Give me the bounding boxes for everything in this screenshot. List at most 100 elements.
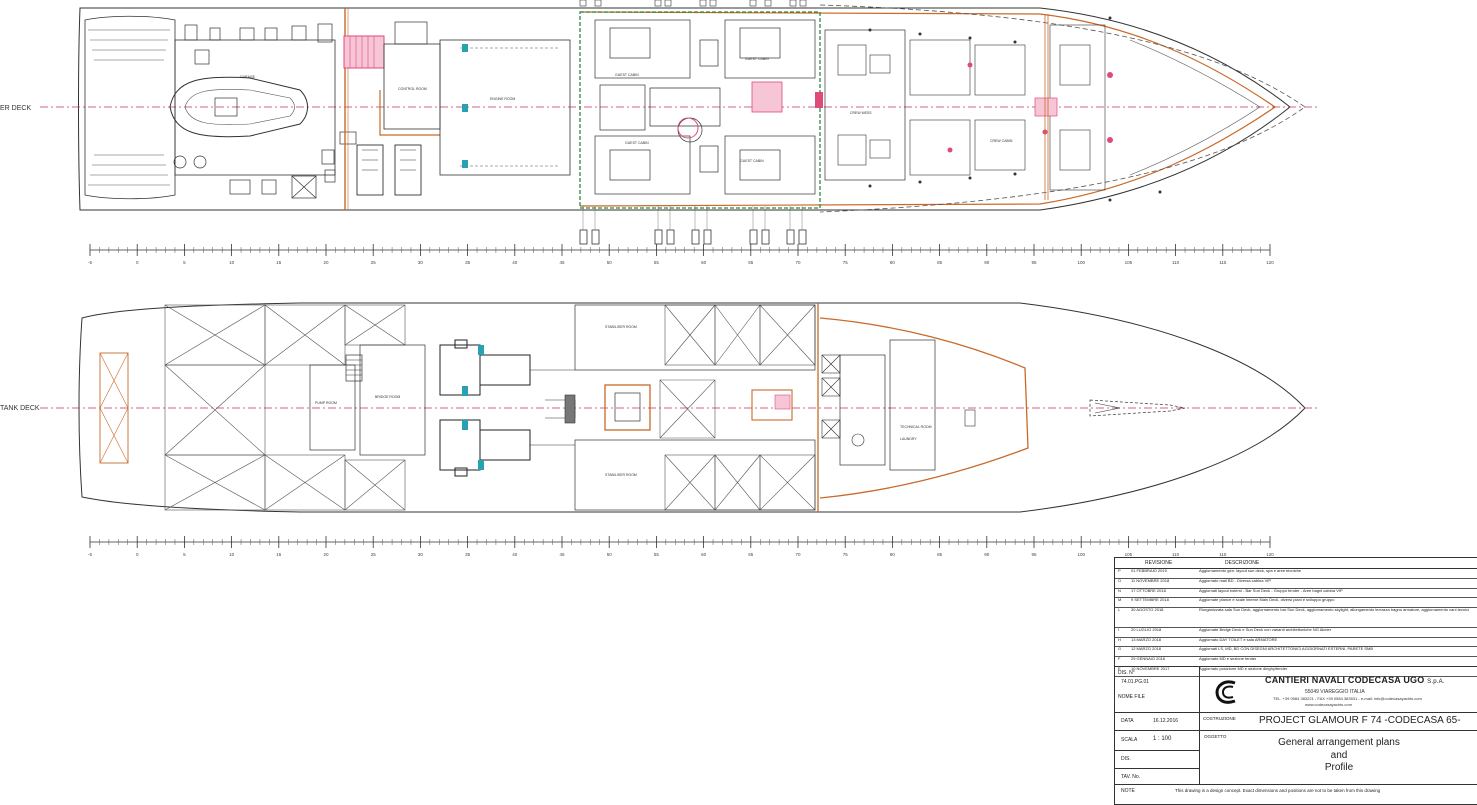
revision-letter: N xyxy=(1118,588,1121,593)
frame-scale-label: 80 xyxy=(890,552,896,557)
shaft-coupling xyxy=(564,394,576,424)
guest-cabins xyxy=(594,19,816,195)
tank-cell-cross xyxy=(344,459,406,511)
subject-section: OGGETTO General arrangement plans and Pr… xyxy=(1199,730,1477,785)
company-contacts: TEL. +39 0584 383221 - FAX +39 0584 3835… xyxy=(1273,696,1422,701)
label-crew-cabin: CREW CABIN xyxy=(990,139,1013,143)
file-label: NOME FILE xyxy=(1118,694,1145,700)
frame-scale-label: 110 xyxy=(1172,260,1180,265)
label-stabiliser-bottom: STABILISER ROOM xyxy=(605,473,637,477)
frame-scale-label: 60 xyxy=(701,260,707,265)
frame-scale-label: 115 xyxy=(1219,552,1227,557)
tank-cell-cross xyxy=(664,304,716,366)
note-text: This drawing is a design concept. Exact … xyxy=(1175,788,1381,793)
tank-cell-cross xyxy=(264,454,346,511)
frame-scale-label: 105 xyxy=(1125,552,1133,557)
frame-scale-label: 115 xyxy=(1219,260,1227,265)
tank-cell-cross xyxy=(759,304,816,366)
revision-date: 10 NOVEMBRE 2017 xyxy=(1131,667,1170,671)
revision-desc: Aggiornamento gen. layout sun deck, spa … xyxy=(1199,569,1302,573)
frame-scale-label: 15 xyxy=(276,552,282,557)
company-suffix: S.p.A. xyxy=(1427,679,1445,685)
dis-label: DIS. xyxy=(1121,756,1131,762)
generator-1 xyxy=(356,144,384,196)
frame-scale-label: -5 xyxy=(88,552,92,557)
revision-date: 29 GENNAIO 2018 xyxy=(1131,657,1166,662)
frame-scale-label: 70 xyxy=(795,260,801,265)
revision-date: 20 LUGLIO 2018 xyxy=(1131,627,1162,632)
tender-boat-inner xyxy=(184,89,295,125)
frame-scale-label: 15 xyxy=(276,260,282,265)
tank-stairs-treads xyxy=(346,359,362,376)
frame-scale-label: 65 xyxy=(748,260,754,265)
revision-header-rev: REVISIONE xyxy=(1145,560,1173,566)
subject-line-3: Profile xyxy=(1324,762,1354,773)
revision-desc: Riorganizzata sala Sun Deck, aggiornamen… xyxy=(1199,608,1469,613)
label-guest-cabin-a: GUEST CABIN xyxy=(615,73,639,77)
frame-scale-label: 40 xyxy=(512,552,518,557)
frame-scale-label: 70 xyxy=(795,552,801,557)
crew-mess-furniture xyxy=(837,44,891,166)
drawing-no-label: DIS. N° xyxy=(1118,670,1135,676)
scale-row: SCALA 1 : 100 xyxy=(1115,730,1199,751)
frame-scale-label: 95 xyxy=(1031,260,1037,265)
guest-stairs-pink xyxy=(751,81,783,113)
frame-scale-label: 55 xyxy=(654,260,660,265)
guest-stairs-pink-2 xyxy=(815,92,823,108)
tav-row: TAV. No. xyxy=(1115,768,1199,785)
date-label: DATA xyxy=(1121,718,1134,724)
project-name: PROJECT GLAMOUR F 74 -CODECASA 65- xyxy=(1259,715,1461,726)
revision-date: 12 MARZO 2018 xyxy=(1131,647,1162,652)
garage-transom xyxy=(84,15,176,200)
frame-markers-upper xyxy=(868,16,1162,202)
revision-letter: E xyxy=(1118,667,1121,671)
tank-cell-cross xyxy=(164,364,266,456)
frame-scale-label: 90 xyxy=(984,260,990,265)
tank-cell-cross xyxy=(264,304,346,366)
tav-label: TAV. No. xyxy=(1121,774,1141,780)
subject-line-2: and xyxy=(1330,750,1348,761)
frame-scale-label: 95 xyxy=(1031,552,1037,557)
frame-scale-label: 0 xyxy=(136,260,139,265)
label-control-room: CONTROL ROOM xyxy=(398,87,427,91)
frame-scale-label: -5 xyxy=(88,260,92,265)
revision-letter: P xyxy=(1118,569,1121,573)
tank-cell-cross xyxy=(164,454,266,511)
crew-stairs-pink xyxy=(1034,97,1058,117)
bow-structure xyxy=(1129,39,1261,176)
date-value: 16.12.2016 xyxy=(1153,718,1179,724)
tank-cell-cross xyxy=(714,454,761,511)
pump-room xyxy=(309,364,356,451)
tender-console xyxy=(214,97,238,117)
crew-mess xyxy=(824,29,906,181)
guest-area-green-outline xyxy=(579,11,821,209)
label-guest-cabin-b: GUEST CABIN xyxy=(745,57,769,61)
dis-row: DIS. xyxy=(1115,750,1199,769)
revision-desc: Aggiornato mail BD - Diversa cabina VIP xyxy=(1199,578,1272,583)
revision-date: 17 OTTOBRE 2018 xyxy=(1131,588,1166,593)
technical-room xyxy=(889,339,936,471)
company-website: www.codecasayachts.com xyxy=(1305,702,1352,707)
frame-scale-label: 55 xyxy=(654,552,660,557)
tank-deck-plan xyxy=(40,302,1320,513)
frame-scale-label: 50 xyxy=(607,260,613,265)
frame-scale-label: 5 xyxy=(183,260,186,265)
note-row: NOTE This drawing is a design concept. E… xyxy=(1115,784,1477,805)
tank-deck-label: TANK DECK xyxy=(0,405,40,412)
revision-letter: H xyxy=(1118,637,1121,642)
garage-room xyxy=(174,39,336,176)
upper-deck-hull-inner xyxy=(579,11,1277,207)
garage-right-equipment xyxy=(321,131,357,183)
frame-scale-label: 110 xyxy=(1172,552,1180,557)
engine-teal-fixtures xyxy=(462,345,484,470)
frame-scale-label: 30 xyxy=(418,552,424,557)
codecasa-logo xyxy=(1215,680,1236,704)
engine-room-teal-markers xyxy=(462,44,468,168)
